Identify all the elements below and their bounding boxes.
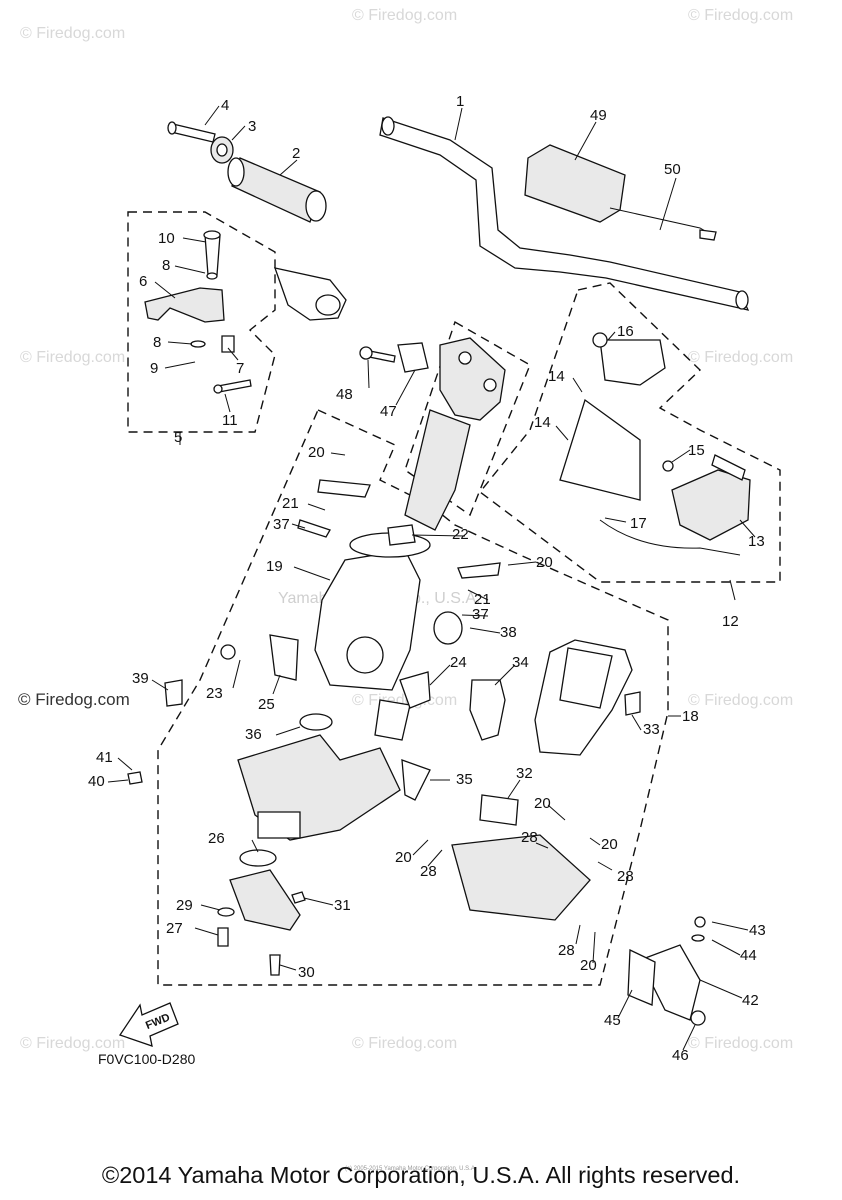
callout-47: 47 xyxy=(380,403,397,420)
callout-26: 26 xyxy=(208,830,225,847)
callout-4: 4 xyxy=(221,97,229,114)
callout-42: 42 xyxy=(742,992,759,1009)
assembly-outlines xyxy=(127,211,781,986)
callout-33: 33 xyxy=(643,721,660,738)
throttle-lever-group xyxy=(144,230,347,394)
callout-8b: 8 xyxy=(153,334,161,351)
callout-3: 3 xyxy=(248,118,256,135)
callout-1: 1 xyxy=(456,93,464,110)
callout-41: 41 xyxy=(96,749,113,766)
grip-cover-49 xyxy=(524,144,717,241)
callout-7: 7 xyxy=(236,360,244,377)
callout-6: 6 xyxy=(139,273,147,290)
callout-11: 11 xyxy=(222,412,238,429)
callout-9: 9 xyxy=(150,360,158,377)
bracket-upper xyxy=(359,337,506,421)
callout-31: 31 xyxy=(334,897,351,914)
callout-27: 27 xyxy=(166,920,183,937)
handlebar xyxy=(379,116,750,311)
cover-18 xyxy=(534,639,641,756)
watermark-mid-right: © Firedog.com xyxy=(688,349,793,366)
callout-28b: 28 xyxy=(521,829,538,846)
callout-21a: 21 xyxy=(282,495,299,512)
callout-49: 49 xyxy=(590,107,607,124)
callout-18: 18 xyxy=(682,708,699,725)
callout-20c: 20 xyxy=(534,795,551,812)
callout-22: 22 xyxy=(452,526,469,543)
callout-21b: 21 xyxy=(474,591,491,608)
grip-assembly xyxy=(167,121,327,223)
callout-5: 5 xyxy=(174,429,182,446)
callout-20e: 20 xyxy=(395,849,412,866)
watermark-bottom-right: © Firedog.com xyxy=(688,1035,793,1052)
callout-20d: 20 xyxy=(601,836,618,853)
callout-25: 25 xyxy=(258,696,275,713)
callout-30: 30 xyxy=(298,964,315,981)
callout-13: 13 xyxy=(748,533,765,550)
group-5-outline xyxy=(127,211,276,433)
tiny-copyright-notice: (c) 2005-2015 Yamaha Motor Corporation, … xyxy=(345,1166,477,1172)
bracket-42 xyxy=(627,916,706,1026)
callout-28c: 28 xyxy=(617,868,634,885)
group-12-outline xyxy=(478,282,781,583)
callout-32: 32 xyxy=(516,765,533,782)
switch-assembly-12 xyxy=(559,332,751,556)
callout-44: 44 xyxy=(740,947,757,964)
callout-20b: 20 xyxy=(536,554,553,571)
callout-36: 36 xyxy=(245,726,262,743)
callout-14a: 14 xyxy=(548,368,565,385)
fwd-arrow: FWD xyxy=(118,1002,179,1047)
callout-20a: 20 xyxy=(308,444,325,461)
watermark-mid-left: © Firedog.com xyxy=(20,349,125,366)
watermark-layer: © Firedog.com © Firedog.com © Firedog.co… xyxy=(18,7,793,1052)
callout-24: 24 xyxy=(450,654,467,671)
callout-28d: 28 xyxy=(558,942,575,959)
callout-20f: 20 xyxy=(580,957,597,974)
watermark-bottom-center: © Firedog.com xyxy=(352,1035,457,1052)
callout-35: 35 xyxy=(456,771,473,788)
callout-40: 40 xyxy=(88,773,105,790)
watermark-center: © Firedog.com xyxy=(352,692,457,709)
leader-lines xyxy=(107,105,756,1051)
callout-16: 16 xyxy=(617,323,634,340)
watermark-right: © Firedog.com xyxy=(688,692,793,709)
diagram-code: F0VC100-D280 xyxy=(98,1051,195,1067)
callout-23: 23 xyxy=(206,685,223,702)
callout-15: 15 xyxy=(688,442,705,459)
callout-46: 46 xyxy=(672,1047,689,1064)
watermark-top-right: © Firedog.com xyxy=(688,7,793,24)
callout-8a: 8 xyxy=(162,257,170,274)
callout-28a: 28 xyxy=(420,863,437,880)
callout-50: 50 xyxy=(664,161,681,178)
callout-43: 43 xyxy=(749,922,766,939)
misc-parts xyxy=(127,479,591,976)
callout-37a: 37 xyxy=(273,516,290,533)
callout-14b: 14 xyxy=(534,414,551,431)
callout-12: 12 xyxy=(722,613,739,630)
watermark-left-dark: © Firedog.com xyxy=(18,690,130,709)
callout-numbers: 1 2 3 4 5 6 7 8 8 9 10 11 12 13 14 14 15… xyxy=(88,93,766,1064)
callout-19: 19 xyxy=(266,558,283,575)
callout-37b: 37 xyxy=(472,606,489,623)
callout-29: 29 xyxy=(176,897,193,914)
group-47-outline xyxy=(404,320,531,517)
callout-45: 45 xyxy=(604,1012,621,1029)
callout-10: 10 xyxy=(158,230,175,247)
watermark-bottom-left: © Firedog.com xyxy=(20,1035,125,1052)
callout-39: 39 xyxy=(132,670,149,687)
callout-38: 38 xyxy=(500,624,517,641)
watermark-top-left: © Firedog.com xyxy=(20,25,125,42)
callout-48: 48 xyxy=(336,386,353,403)
callout-34: 34 xyxy=(512,654,529,671)
callout-2: 2 xyxy=(292,145,300,162)
watermark-top-center: © Firedog.com xyxy=(352,7,457,24)
steering-body xyxy=(229,409,471,931)
callout-17: 17 xyxy=(630,515,647,532)
copyright-footer: ©2014 Yamaha Motor Corporation, U.S.A. A… xyxy=(101,1162,741,1188)
